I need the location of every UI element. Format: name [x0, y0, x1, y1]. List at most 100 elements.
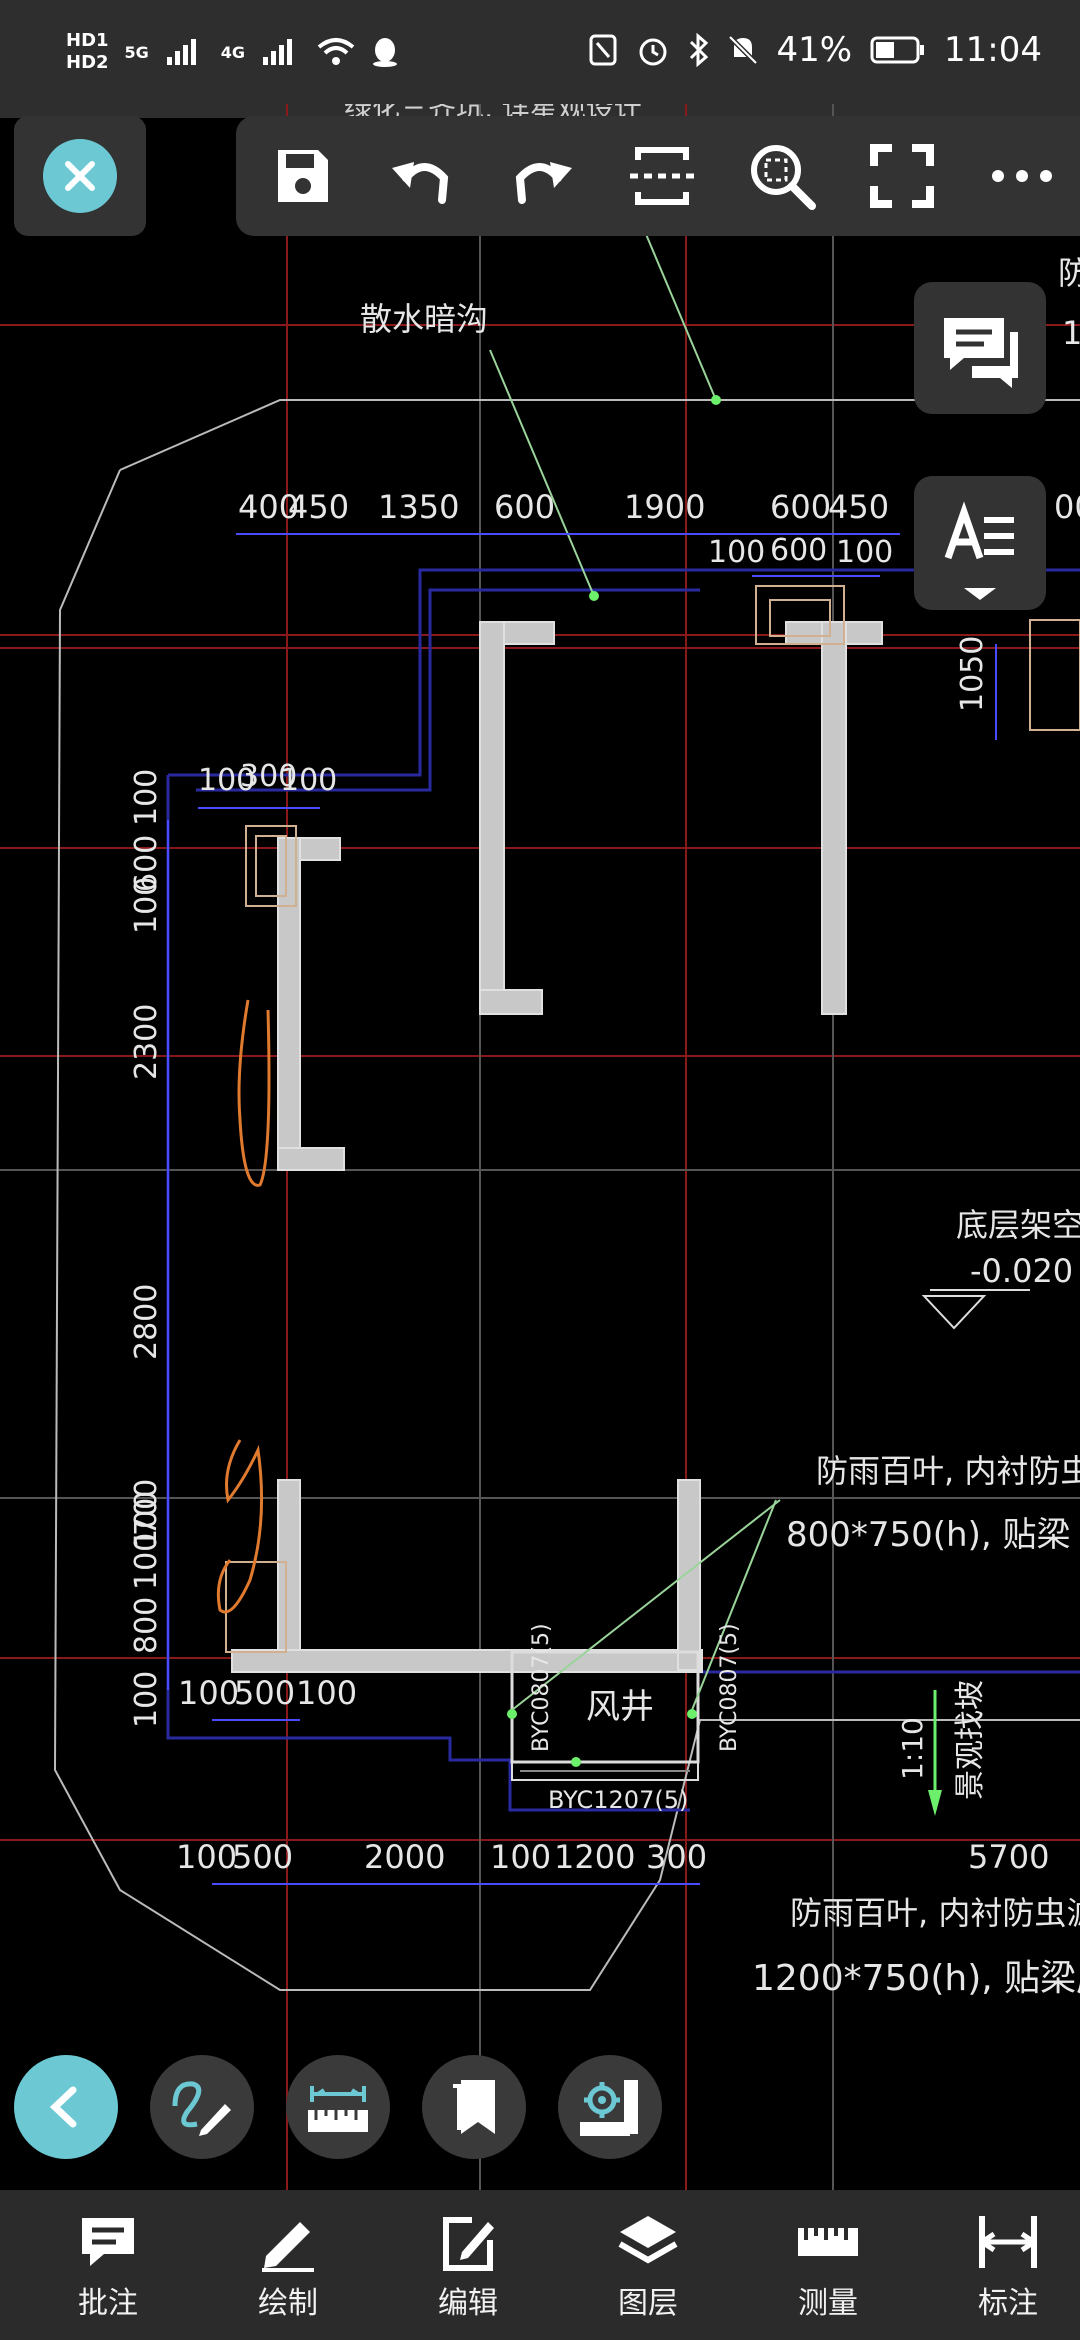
- nav-draw-label: 绘制: [258, 2286, 318, 2321]
- dim-mid-100: 100: [178, 1674, 239, 1712]
- walls: [231, 621, 883, 1673]
- measure-icon: [308, 2086, 368, 2132]
- dim-top2-100: 100: [708, 535, 765, 570]
- save-icon[interactable]: [264, 138, 340, 214]
- dim-v-100a: 100: [129, 769, 164, 826]
- dim-left-100b: 100: [280, 763, 337, 798]
- dim-top2-100b: 100: [836, 535, 893, 570]
- dim-bot-1200: 1200: [554, 1838, 635, 1876]
- signal-icon-2: [263, 39, 293, 65]
- ruler-icon: [798, 2228, 858, 2256]
- edit-icon: [443, 2217, 494, 2271]
- dim-mid-100b: 100: [296, 1674, 357, 1712]
- bottom-nav: 批注 绘制 编辑 图层 测量 标注: [0, 2190, 1080, 2340]
- dim-v-100e: 100: [129, 1671, 164, 1728]
- level-marker: [921, 1295, 987, 1330]
- nav-dimension[interactable]: 标注: [948, 2212, 1068, 2322]
- nav-draw[interactable]: 绘制: [228, 2212, 348, 2322]
- grid-lines-gray: [0, 104, 1080, 2190]
- label-drain: 散水暗沟: [360, 300, 488, 338]
- dimension-icon: [979, 2216, 1037, 2268]
- pencil-icon: [262, 2222, 314, 2272]
- nav-comment[interactable]: 批注: [48, 2212, 168, 2322]
- nfc-icon: [589, 34, 617, 66]
- sketch-button[interactable]: [150, 2055, 254, 2159]
- drawing-texts: 绿化三齐坑, 详星观设计 散水暗沟 400 450 1350 600 1900 …: [129, 104, 1080, 1999]
- label-elev: -0.020: [970, 1252, 1073, 1290]
- status-left: HD1 HD2 5G 4G: [66, 30, 399, 74]
- more-icon[interactable]: [984, 138, 1060, 214]
- drain-outline: [53, 399, 1080, 1991]
- clock: 11:04: [944, 30, 1042, 70]
- label-byc1: BYC0807(5): [529, 1623, 554, 1752]
- shaft: [510, 1650, 700, 1781]
- dim-top-600b: 600: [770, 488, 831, 526]
- nav-measure[interactable]: 测量: [768, 2212, 888, 2322]
- fullscreen-icon[interactable]: [864, 138, 940, 214]
- dim-top-600: 600: [494, 488, 555, 526]
- close-button[interactable]: [14, 116, 146, 236]
- sketch-pen-icon: [172, 2081, 231, 2136]
- qq-icon: [373, 38, 398, 67]
- blue-boundary: [166, 568, 1080, 1812]
- nav-layers[interactable]: 图层: [588, 2212, 708, 2322]
- dim-bot-500: 500: [232, 1838, 293, 1876]
- zoom-icon[interactable]: [744, 138, 820, 214]
- dim-v-700: 700: [129, 1479, 164, 1536]
- network-5g-label: 5G: [124, 42, 149, 62]
- partial-right-label-2: 1: [1062, 314, 1080, 352]
- comments-icon: [944, 318, 1018, 388]
- label-slope: 1:10: [896, 1717, 929, 1780]
- hd-indicators: HD1 HD2: [66, 30, 109, 74]
- dim-mid-500: 500: [234, 1674, 295, 1712]
- status-bar: HD1 HD2 5G 4G 41% 11:04: [0, 0, 1080, 118]
- drawing-canvas[interactable]: 绿化三齐坑, 详星观设计 散水暗沟 400 450 1350 600 1900 …: [0, 104, 1080, 2190]
- section-icon[interactable]: [624, 138, 700, 214]
- close-icon: [43, 139, 117, 213]
- label-size1: 800*750(h), 贴梁: [786, 1515, 1070, 1555]
- bluetooth-icon: [690, 33, 709, 67]
- comments-button[interactable]: [914, 282, 1046, 414]
- undo-icon[interactable]: [384, 138, 460, 214]
- leader-lines: [489, 219, 781, 1711]
- back-button[interactable]: [14, 2055, 118, 2159]
- nav-edit-label: 编辑: [438, 2286, 498, 2321]
- ramp-arrowhead: [928, 1790, 942, 1816]
- label-byc3: BYC1207(5): [548, 1786, 688, 1814]
- nav-dimension-label: 标注: [978, 2286, 1038, 2321]
- columns: [225, 585, 1080, 1653]
- dim-top-1350: 1350: [378, 488, 459, 526]
- leader-dots: [507, 395, 721, 1767]
- battery-percent: 41%: [776, 30, 853, 70]
- measure-button[interactable]: [286, 2055, 390, 2159]
- bookmark-button[interactable]: [422, 2055, 526, 2159]
- dim-left-300: 300: [240, 759, 297, 794]
- label-ramp: 景观找坡: [953, 1680, 988, 1800]
- dim-top-450: 450: [288, 488, 349, 526]
- signal-icon: [166, 39, 196, 65]
- text-style-button[interactable]: [914, 476, 1046, 610]
- dim-top-450b: 450: [828, 488, 889, 526]
- dim-bot-100: 100: [176, 1838, 237, 1876]
- label-byc2: BYC0807(5): [717, 1623, 742, 1752]
- dim-bot-5700: 5700: [968, 1838, 1049, 1876]
- dim-top2-600: 600: [770, 533, 827, 568]
- alarm-icon: [639, 38, 667, 66]
- dim-bot-300: 300: [646, 1838, 707, 1876]
- partial-right-label: 防: [1058, 254, 1080, 292]
- label-ground: 底层架空: [956, 1206, 1080, 1244]
- dim-v-2800: 2800: [129, 1284, 164, 1360]
- mute-icon: [728, 35, 759, 65]
- sketch-annotations: [216, 999, 271, 1614]
- label-louver1: 防雨百叶, 内衬防虫滤: [816, 1452, 1080, 1490]
- dim-v-2300: 2300: [129, 1004, 164, 1080]
- nav-layers-label: 图层: [618, 2286, 678, 2321]
- dim-top-00: 00: [1054, 488, 1080, 526]
- redo-icon[interactable]: [504, 138, 580, 214]
- dim-v-800: 800: [129, 1597, 164, 1654]
- dim-v-100d: 100: [129, 1533, 164, 1590]
- nav-comment-label: 批注: [78, 2286, 138, 2321]
- wifi-icon: [317, 38, 355, 65]
- settings-measure-button[interactable]: [558, 2055, 662, 2159]
- nav-edit[interactable]: 编辑: [408, 2212, 528, 2322]
